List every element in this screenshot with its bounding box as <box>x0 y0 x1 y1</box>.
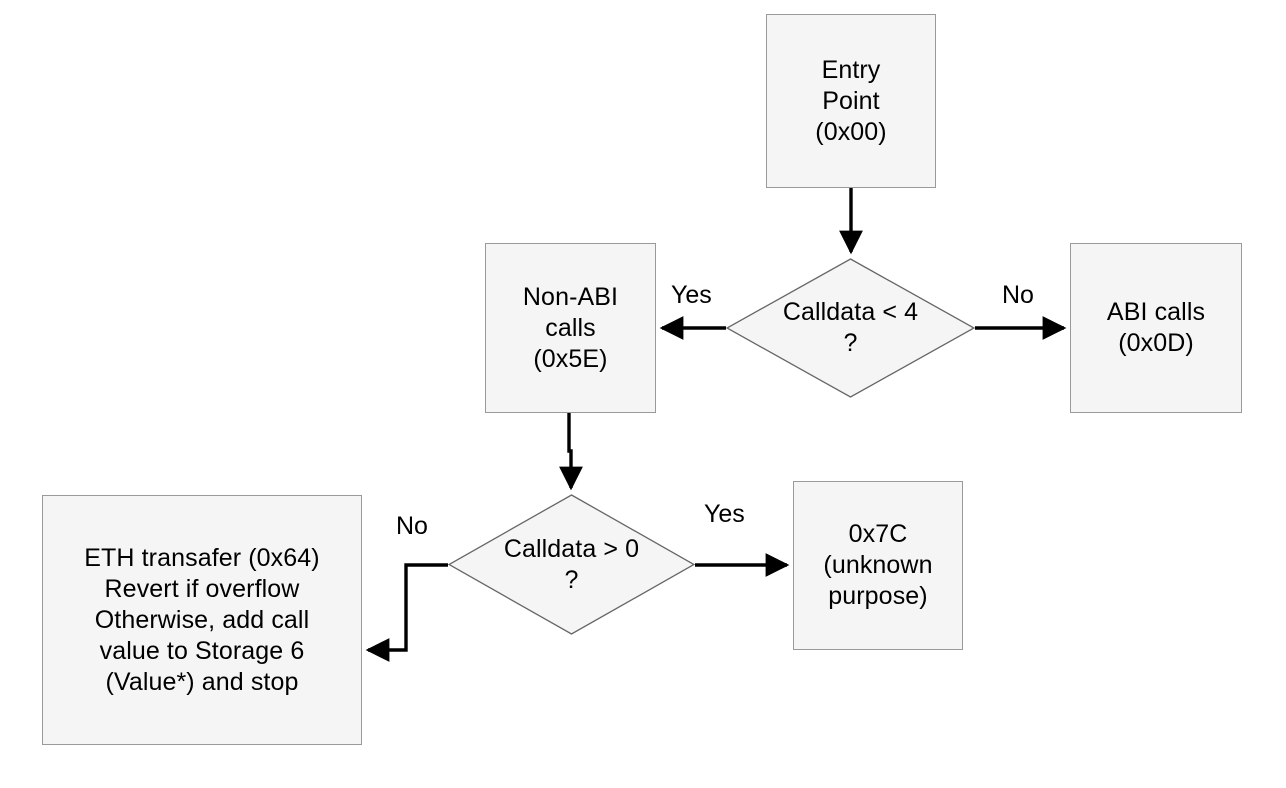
diamond-shape <box>726 258 975 398</box>
diamond-shape <box>448 494 695 635</box>
node-non-abi-calls-label: Non-ABI calls (0x5E) <box>522 282 619 373</box>
node-abi-calls-label: ABI calls (0x0D) <box>1106 298 1206 357</box>
node-calldata-lt-4-label: Calldata < 4 ? <box>782 298 919 357</box>
edge-label-calldata-lt-4-yes: Yes <box>671 281 712 309</box>
node-abi-calls[interactable]: ABI calls (0x0D) <box>1070 243 1242 413</box>
edge-label-calldata-lt-4-no: No <box>1002 281 1034 309</box>
node-calldata-gt-0[interactable]: Calldata > 0 ? <box>448 494 695 635</box>
node-calldata-lt-4[interactable]: Calldata < 4 ? <box>726 258 975 398</box>
node-entry-point[interactable]: Entry Point (0x00) <box>766 14 936 188</box>
node-entry-point-label: Entry Point (0x00) <box>815 55 887 146</box>
node-non-abi-calls[interactable]: Non-ABI calls (0x5E) <box>485 243 656 413</box>
node-eth-transfer[interactable]: ETH transafer (0x64) Revert if overflow … <box>42 495 362 745</box>
node-eth-transfer-label: ETH transafer (0x64) Revert if overflow … <box>84 543 320 696</box>
edge-calldata-gt-0-no <box>365 563 448 662</box>
node-calldata-gt-0-label: Calldata > 0 ? <box>503 534 640 594</box>
edge-label-calldata-gt-0-no: No <box>396 512 428 540</box>
edge-non-abi-to-calldata-gt-0 <box>559 413 583 491</box>
node-unknown-purpose-label: 0x7C (unknown purpose) <box>823 520 933 610</box>
edge-label-calldata-gt-0-yes: Yes <box>704 500 745 528</box>
node-unknown-purpose[interactable]: 0x7C (unknown purpose) <box>793 481 963 650</box>
